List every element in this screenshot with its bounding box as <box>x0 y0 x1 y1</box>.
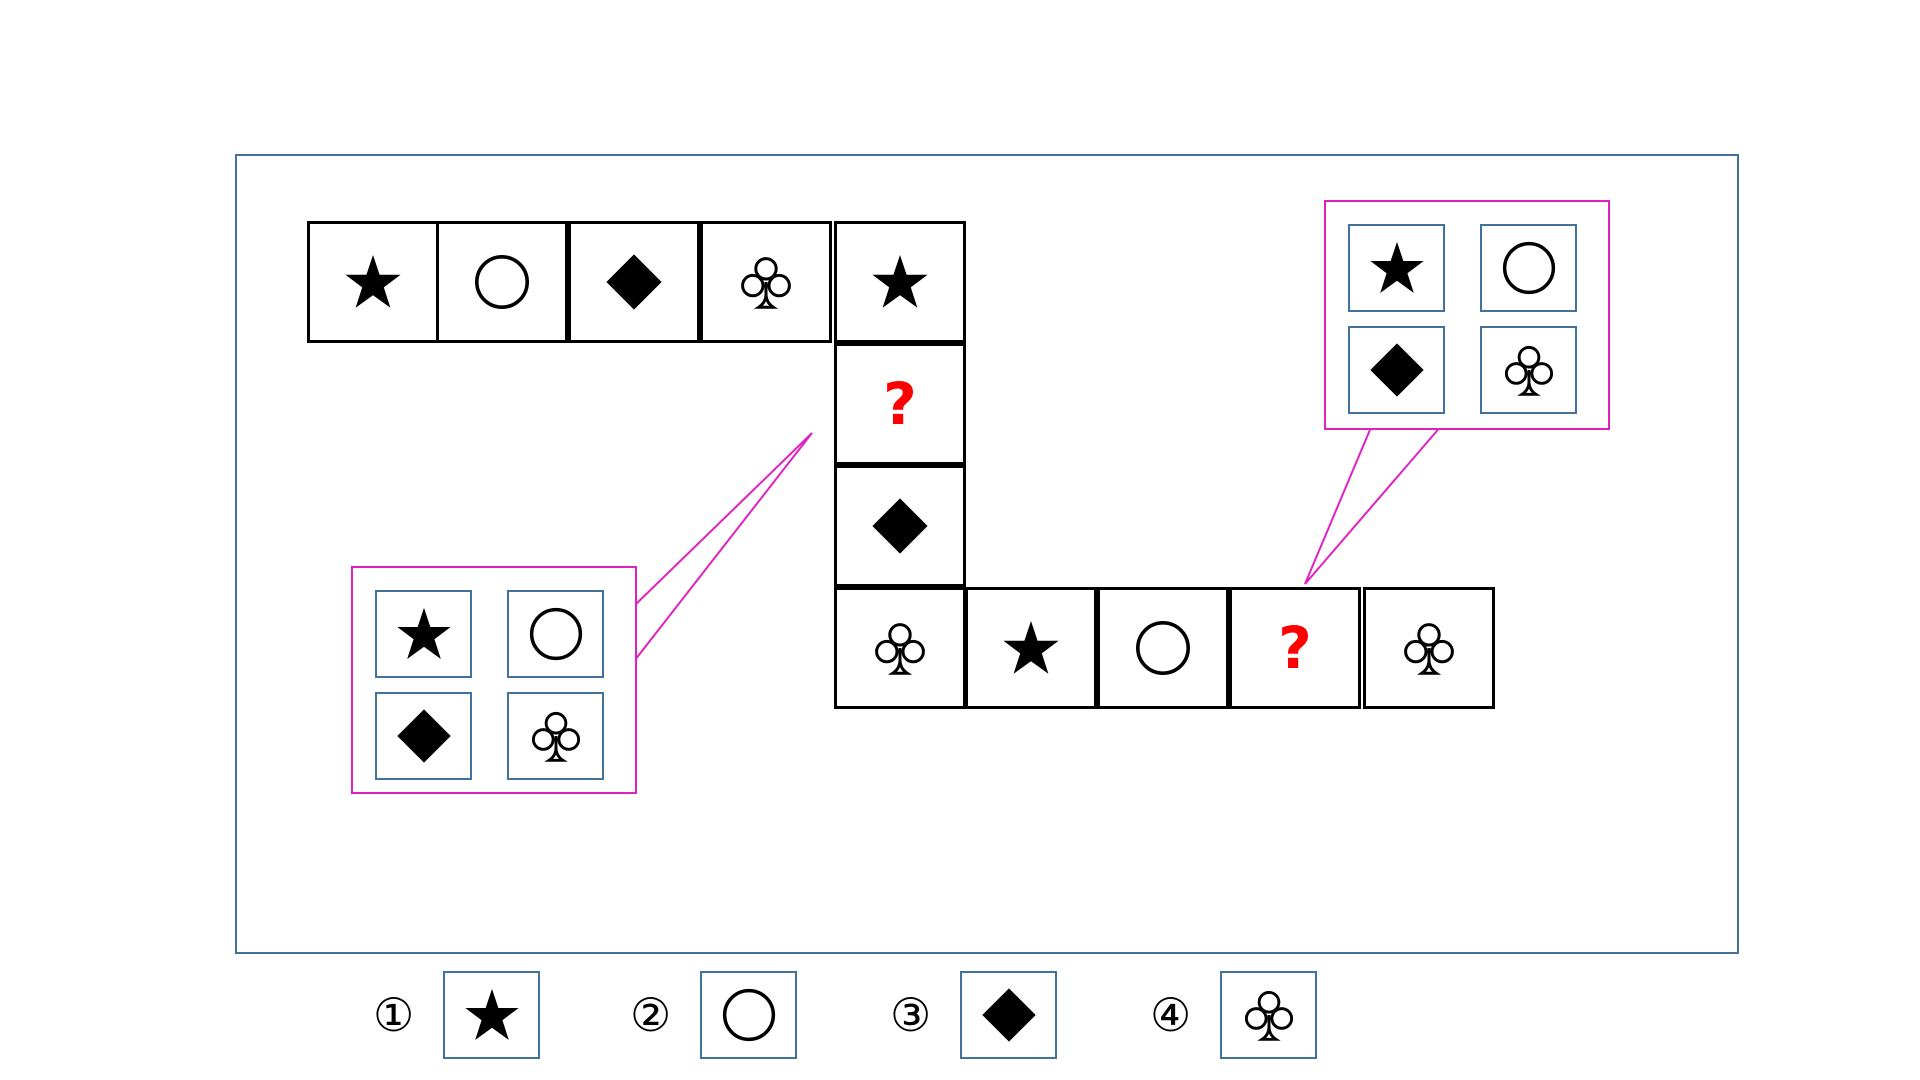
path-cell-5 <box>834 221 966 343</box>
callout-option-circle <box>507 590 604 678</box>
star-icon <box>343 252 403 312</box>
callout-left <box>351 566 637 794</box>
question-mark: ? <box>883 370 917 438</box>
option-box[interactable] <box>700 971 797 1059</box>
question-mark: ? <box>1278 614 1312 682</box>
option-box[interactable] <box>960 971 1057 1059</box>
option-box[interactable] <box>1220 971 1317 1059</box>
answer-option-4[interactable]: ④ <box>1150 970 1317 1060</box>
path-cell-7 <box>834 465 966 587</box>
star-icon <box>463 986 521 1044</box>
callout-option-club <box>1480 326 1577 414</box>
option-number: ① <box>373 988 415 1042</box>
path-cell-4 <box>700 221 832 343</box>
option-number: ④ <box>1150 988 1192 1042</box>
circle-icon <box>1500 239 1558 297</box>
answer-option-2[interactable]: ② <box>630 970 797 1060</box>
club-icon <box>527 707 585 765</box>
path-cell-6[interactable]: ? <box>834 343 966 465</box>
club-icon <box>1240 986 1298 1044</box>
path-cell-8 <box>834 587 966 709</box>
diamond-icon <box>980 986 1038 1044</box>
star-icon <box>395 605 453 663</box>
club-icon <box>736 252 796 312</box>
circle-icon <box>472 252 532 312</box>
path-cell-9 <box>965 587 1097 709</box>
star-icon <box>870 252 930 312</box>
answer-option-3[interactable]: ③ <box>890 970 1057 1060</box>
callout-right <box>1324 200 1610 430</box>
club-icon <box>1500 341 1558 399</box>
circle-icon <box>720 986 778 1044</box>
club-icon <box>1399 618 1459 678</box>
club-icon <box>870 618 930 678</box>
diamond-icon <box>395 707 453 765</box>
diamond-icon <box>1368 341 1426 399</box>
callout-option-star <box>375 590 472 678</box>
diamond-icon <box>870 496 930 556</box>
callout-option-diamond <box>1348 326 1445 414</box>
path-cell-3 <box>568 221 700 343</box>
callout-option-diamond <box>375 692 472 780</box>
callout-option-star <box>1348 224 1445 312</box>
option-box[interactable] <box>443 971 540 1059</box>
puzzle-frame <box>235 154 1739 954</box>
option-number: ② <box>630 988 672 1042</box>
circle-icon <box>527 605 585 663</box>
path-cell-12 <box>1363 587 1495 709</box>
star-icon <box>1368 239 1426 297</box>
circle-icon <box>1133 618 1193 678</box>
path-cell-1 <box>307 221 439 343</box>
option-number: ③ <box>890 988 932 1042</box>
diamond-icon <box>604 252 664 312</box>
path-cell-10 <box>1097 587 1229 709</box>
path-cell-2 <box>436 221 568 343</box>
answer-option-1[interactable]: ① <box>373 970 540 1060</box>
callout-option-club <box>507 692 604 780</box>
path-cell-11[interactable]: ? <box>1229 587 1361 709</box>
star-icon <box>1001 618 1061 678</box>
callout-option-circle <box>1480 224 1577 312</box>
